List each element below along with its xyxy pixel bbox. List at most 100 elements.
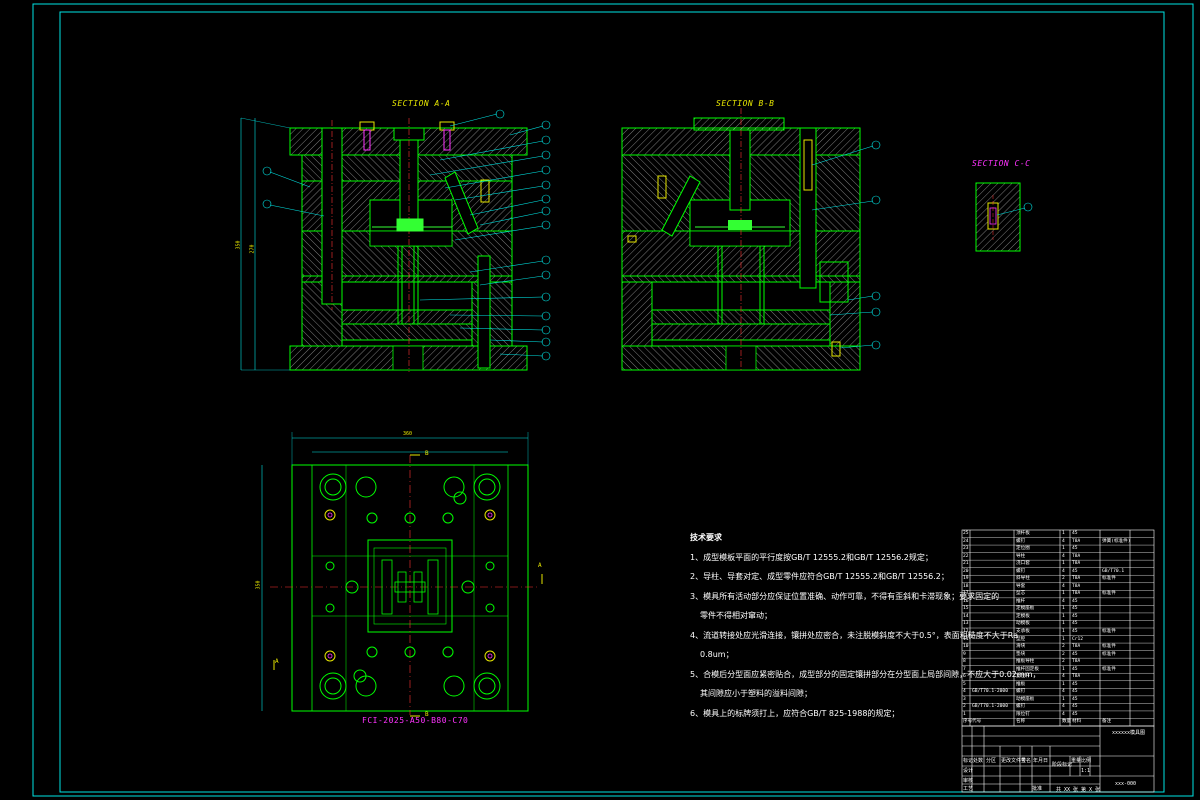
tech-item: 零件不得相对窜动；	[700, 611, 772, 620]
drawing-frame	[59, 11, 1165, 793]
drawing-number: xxx-000	[1115, 781, 1137, 787]
bom-cell: GB/T70.1-2000	[972, 704, 1008, 710]
bom-cell: 3	[963, 696, 966, 702]
bom-cell: 15	[963, 606, 969, 612]
bom-cell: 2	[1062, 659, 1065, 665]
bom-cell: 45	[1072, 598, 1078, 604]
aa-dim-inner: 270	[249, 244, 256, 254]
bom-cell: T8A	[1072, 591, 1081, 597]
section-aa-view	[240, 109, 551, 372]
zone-label: 分区	[986, 758, 997, 764]
mark-label: 标记	[963, 758, 974, 764]
ratio-value: 1:1	[1081, 768, 1091, 774]
technical-requirements: 技术要求 1、成型模板平面的平行度按GB/T 12555.2和GB/T 1255…	[690, 528, 1041, 723]
bom-cell: 11	[963, 636, 969, 642]
bom-cell: 数量	[1062, 719, 1072, 725]
bom-cell: 序号	[963, 719, 973, 725]
view-label-a-left: A	[275, 658, 279, 665]
weight-label: 重量	[1071, 758, 1082, 764]
bom-cell: 4	[1062, 598, 1065, 604]
bom-cell: 螺钉	[1016, 704, 1026, 710]
bom-cell: 名称	[1016, 719, 1026, 725]
bom-cell: 12	[963, 629, 969, 634]
sign-label: 签名	[1021, 758, 1032, 764]
bom-cell: 5	[963, 681, 966, 687]
bom-cell: 4	[1062, 689, 1065, 695]
bom-cell: 动模板	[1016, 621, 1030, 627]
bom-cell: 滑块	[1016, 644, 1026, 650]
bom-cell: Cr12	[1072, 636, 1084, 642]
bom-cell: 1	[963, 711, 966, 717]
bom-cell: 1	[1062, 561, 1065, 567]
bom-cell: T8A	[1072, 561, 1081, 567]
ratio-label: 比例	[1081, 758, 1092, 764]
bom-cell: 定位圈	[1016, 546, 1030, 552]
section-aa-title: SECTION A-A	[392, 99, 451, 108]
bom-row: 10 滑块 2 T8A 标准件	[962, 643, 1154, 651]
review-label: 审核	[963, 778, 974, 784]
bom-cell: 2	[1062, 644, 1065, 650]
bom-cell: 标准件	[1102, 651, 1116, 657]
bom-cell: 1	[1062, 591, 1065, 597]
bom-cell: GB/T70.1-2000	[972, 689, 1008, 695]
bom-cell: T8A	[1072, 576, 1081, 582]
bom-cell: T8A	[1072, 553, 1081, 559]
aa-dim-total: 350	[235, 240, 242, 250]
tech-item: 6、模具上的标牌须打上，应符合GB/T 825-1988的规定；	[690, 708, 900, 718]
bom-cell: 1	[1062, 636, 1065, 642]
bom-cell: 13	[963, 621, 969, 627]
bom-cell: 型芯	[1016, 591, 1026, 597]
moulded-part	[396, 218, 424, 232]
bom-cell: 1	[1062, 696, 1065, 702]
sheet-border	[32, 3, 1194, 797]
bom-cell: 推板导柱	[1016, 659, 1035, 665]
bom-cell: 螺钉	[1016, 568, 1026, 574]
bom-cell: 2	[1062, 651, 1065, 657]
bom-cell: 复位杆	[1016, 674, 1030, 680]
bom-cell: 4	[1062, 538, 1065, 544]
bom-cell: 定模板	[1016, 613, 1030, 619]
tech-item: 2、导柱、导套对定、成型零件应符合GB/T 12555.2和GB/T 12556…	[690, 572, 949, 581]
bom-cell: T8A	[1072, 659, 1081, 665]
section-bb-title: SECTION B-B	[716, 99, 775, 108]
section-bb-view	[621, 108, 881, 372]
bom-cell: 导套	[1016, 583, 1026, 589]
section-cc-view	[975, 182, 1033, 252]
bom-cell: 浇口套	[1016, 561, 1030, 567]
bom-cell: T8A	[1072, 644, 1081, 650]
bom-cell: 标准件	[1102, 591, 1116, 597]
bom-cell: 垫块	[1016, 651, 1026, 657]
bom-cell: 4	[963, 689, 966, 695]
bom-cell: 4	[1062, 674, 1065, 680]
bom-cell: 限位钉	[1016, 711, 1030, 717]
tech-item: 5、合模后分型面应紧密贴合，成型部分的固定镶拼部分在分型面上局部间隙，不应大于0…	[690, 669, 1041, 679]
bom-cell: 标准件	[1102, 644, 1116, 650]
tech-item: 4、流道转接处应光滑连接，镶拼处应密合，未注脱模斜度不大于0.5°，表面粗糙度不…	[690, 630, 1019, 640]
file-label: 更改文件号	[1001, 758, 1027, 764]
stage-label: 阶段标记	[1052, 762, 1073, 768]
view-label-b-top: B	[425, 450, 429, 457]
bom-cell: 45	[1072, 531, 1078, 536]
bom-cell: T8A	[1072, 674, 1081, 680]
bom-cell: 2	[1062, 576, 1065, 582]
bom-cell: 24	[963, 538, 969, 544]
bom-cell: 45	[1072, 681, 1078, 687]
section-cc-title: SECTION C-C	[972, 159, 1031, 168]
bom-cell: 45	[1072, 651, 1078, 657]
bom-cell: 4	[1062, 711, 1065, 717]
bom-cell: 10	[963, 644, 969, 650]
